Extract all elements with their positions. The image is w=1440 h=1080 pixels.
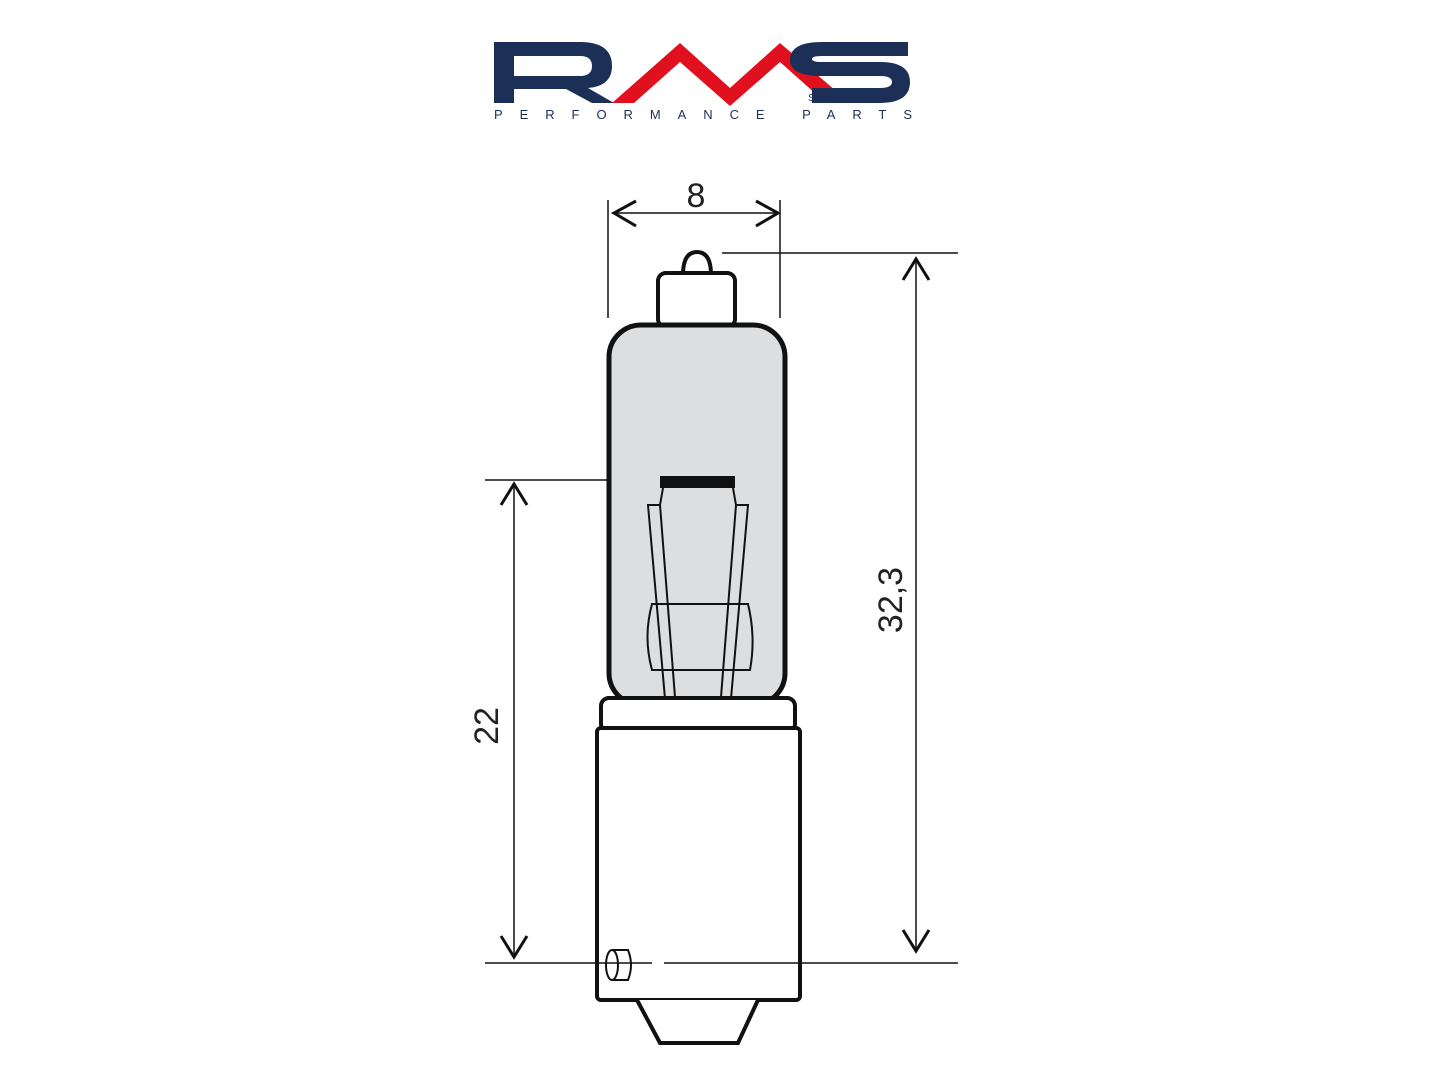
logo-letter-s bbox=[790, 42, 910, 103]
total-height-arrow bbox=[901, 256, 931, 954]
filament-coil bbox=[660, 476, 735, 488]
width-arrow bbox=[610, 199, 782, 228]
bulb-glass bbox=[606, 322, 788, 708]
logo-suffix: SPA bbox=[808, 93, 830, 104]
bulb-tip bbox=[656, 271, 737, 329]
filament-support-right bbox=[719, 487, 750, 711]
light-center-label: 22 bbox=[468, 707, 506, 745]
logo-tagline: PERFORMANCE PARTS bbox=[494, 107, 912, 122]
bulb-tip-nub bbox=[681, 249, 713, 276]
bulb bbox=[595, 249, 802, 1045]
filament-bridge bbox=[646, 603, 754, 671]
light-center-arrow bbox=[499, 481, 529, 960]
dimension-arrows bbox=[499, 199, 931, 960]
dimension-lines bbox=[485, 200, 958, 964]
bayonet-pin bbox=[605, 949, 632, 981]
base-contact bbox=[635, 999, 760, 1045]
logo-letter-r bbox=[494, 42, 614, 103]
base-body bbox=[595, 726, 802, 1002]
total-height-label: 32,3 bbox=[872, 567, 910, 633]
rms-logo: SPA PERFORMANCE PARTS bbox=[494, 42, 912, 122]
filament-support-left bbox=[646, 487, 677, 711]
width-label: 8 bbox=[687, 177, 706, 215]
